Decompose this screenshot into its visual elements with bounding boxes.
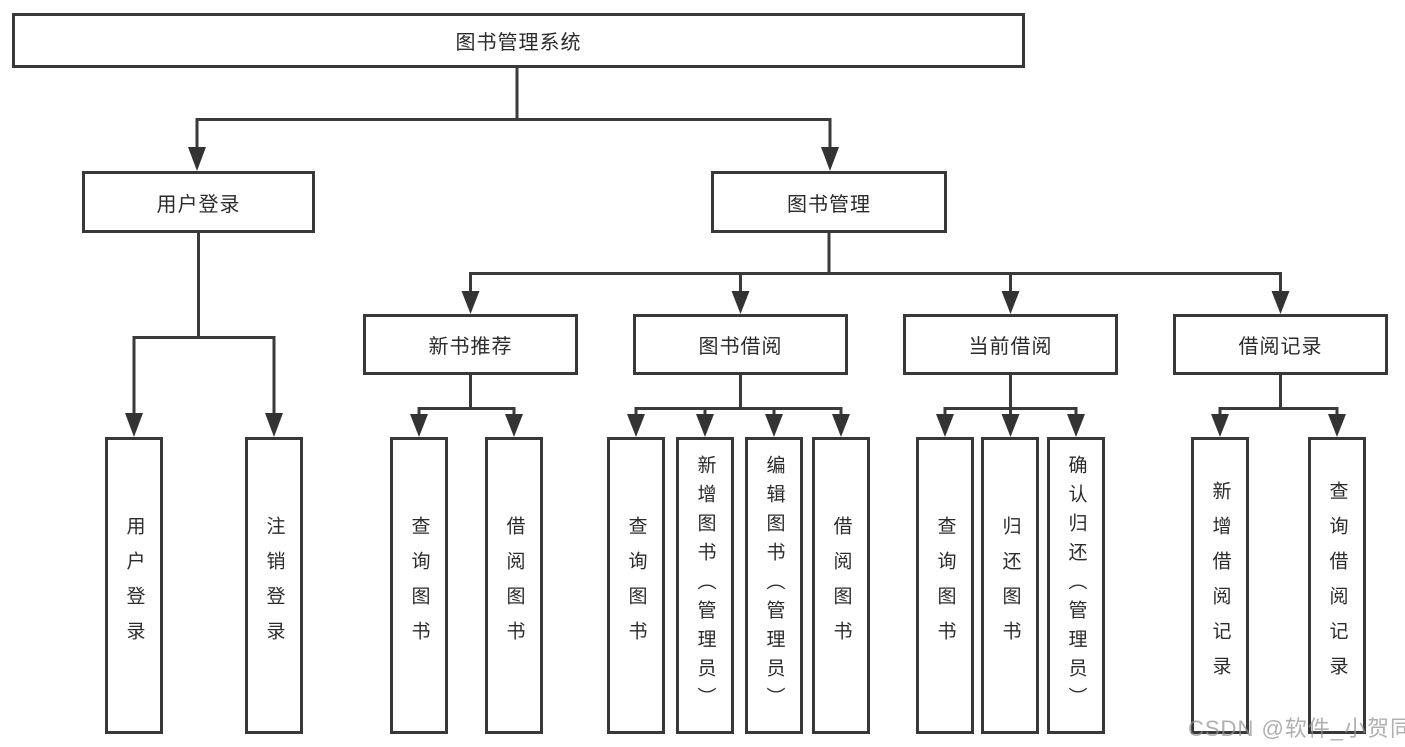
arrow-down-icon [265, 413, 283, 437]
leaf-logout: 注销登录 [245, 437, 303, 734]
node-label: 注销登录 [263, 515, 285, 656]
node-label: 新增借阅记录 [1209, 480, 1231, 691]
leaf-query-borrow-record: 查询借阅记录 [1308, 437, 1366, 734]
arrow-down-icon [696, 414, 714, 437]
node-label: 图书借阅 [698, 336, 783, 358]
node-label: 新增图书（管理员） [694, 455, 716, 716]
leaf-user-login: 用户登录 [105, 437, 163, 734]
node-label: 查询借阅记录 [1326, 480, 1348, 691]
edges-new-book-recommend [410, 375, 523, 437]
node-label: 图书管理 [787, 193, 871, 216]
arrow-down-icon [188, 147, 206, 171]
arrow-down-icon [821, 147, 839, 171]
node-new-book-recommend: 新书推荐 [363, 314, 578, 375]
arrow-down-icon [1271, 291, 1290, 314]
edges-root [188, 68, 839, 171]
leaf-add-book-admin: 新增图书（管理员） [676, 437, 734, 734]
leaf-borrow-books-borrowing: 借阅图书 [812, 437, 870, 734]
leaf-query-books-current: 查询图书 [916, 437, 974, 734]
node-user-login: 用户登录 [82, 171, 315, 233]
node-label: 新书推荐 [428, 336, 513, 358]
node-current-borrowing: 当前借阅 [903, 314, 1118, 375]
arrow-down-icon [125, 413, 143, 437]
arrow-down-icon [627, 414, 645, 437]
arrow-down-icon [1001, 414, 1020, 437]
node-label: 确认归还（管理员） [1065, 455, 1087, 716]
node-label: 借阅图书 [830, 515, 852, 656]
node-label: 借阅图书 [503, 515, 525, 656]
arrow-down-icon [1328, 414, 1346, 437]
arrow-down-icon [1001, 291, 1020, 314]
leaf-edit-book-admin: 编辑图书（管理员） [745, 437, 803, 734]
edges-current-borrowing [936, 375, 1085, 437]
node-label: 图书管理系统 [455, 32, 582, 54]
leaf-return-books: 归还图书 [981, 437, 1039, 734]
arrow-down-icon [765, 414, 783, 437]
arrow-down-icon [505, 414, 523, 437]
node-borrow-records: 借阅记录 [1173, 314, 1388, 375]
edges-borrow-records [1211, 375, 1346, 437]
node-label: 编辑图书（管理员） [763, 455, 785, 716]
leaf-borrow-books-recommend: 借阅图书 [485, 437, 543, 734]
leaf-query-books-borrowing: 查询图书 [607, 437, 665, 734]
edges-book-mgmt [461, 233, 1290, 314]
node-book-borrowing: 图书借阅 [633, 314, 848, 375]
arrow-down-icon [410, 414, 428, 437]
node-label: 查询图书 [934, 515, 956, 656]
arrow-down-icon [731, 291, 750, 314]
node-label: 归还图书 [999, 515, 1021, 656]
node-label: 用户登录 [123, 515, 145, 656]
arrow-down-icon [1211, 414, 1229, 437]
leaf-query-books-recommend: 查询图书 [390, 437, 448, 734]
arrow-down-icon [832, 414, 850, 437]
node-book-management: 图书管理 [711, 171, 947, 233]
node-library-system: 图书管理系统 [12, 13, 1025, 68]
node-label: 查询图书 [408, 515, 430, 656]
arrow-down-icon [1067, 414, 1085, 437]
node-label: 借阅记录 [1238, 336, 1323, 358]
node-label: 查询图书 [625, 515, 647, 656]
leaf-confirm-return-admin: 确认归还（管理员） [1047, 437, 1105, 734]
arrow-down-icon [936, 414, 954, 437]
node-label: 当前借阅 [968, 336, 1053, 358]
leaf-add-borrow-record: 新增借阅记录 [1191, 437, 1249, 734]
edges-book-borrowing [627, 375, 850, 437]
edges-user-login [125, 233, 283, 437]
node-label: 用户登录 [156, 193, 241, 216]
arrow-down-icon [461, 291, 480, 314]
